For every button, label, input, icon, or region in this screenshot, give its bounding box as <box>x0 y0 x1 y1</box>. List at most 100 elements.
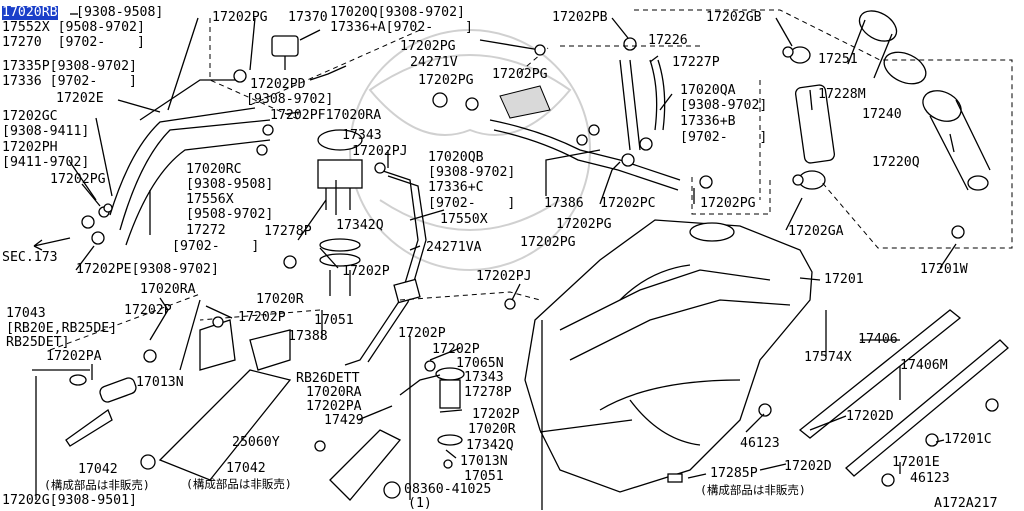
part-label: 17220Q <box>872 155 920 170</box>
part-label: 17574X <box>804 350 852 365</box>
part-label: 17020RA <box>140 282 196 297</box>
part-label: 17201W <box>920 262 968 277</box>
part-label: 17202PG <box>520 235 576 250</box>
vent-hose[interactable] <box>344 169 427 366</box>
part-label: 17020QB <box>428 150 484 165</box>
part-label: 17556X <box>186 192 234 207</box>
part-label: 17065N <box>456 356 504 371</box>
part-label: (構成部品は非販売) <box>700 483 806 497</box>
fuel-tank[interactable] <box>524 219 813 493</box>
part-label: 17020Q[9308-9702] <box>330 5 465 20</box>
part-label: 17202PG <box>556 217 612 232</box>
part-label: [9411-9702] <box>2 155 90 170</box>
part-label: 17202GB <box>706 10 762 25</box>
part-label: 17202PD <box>250 77 306 92</box>
part-label: 17202PJ <box>352 144 408 159</box>
part-label: 17202P <box>342 264 390 279</box>
part-label[interactable]: 17020RB <box>2 5 58 20</box>
part-label: 17552X [9508-9702] <box>2 20 145 35</box>
sending-unit[interactable] <box>317 129 363 296</box>
part-label: 17020RC <box>186 162 242 177</box>
part-label: 17272 <box>186 223 226 238</box>
part-label: (1) <box>408 496 432 511</box>
part-label: 17285P <box>710 466 758 481</box>
bolt-symbol-icon <box>383 481 401 499</box>
part-label: 17406M <box>900 358 948 373</box>
part-label: 17343 <box>342 128 382 143</box>
part-label: RB26DETT <box>296 371 360 386</box>
part-label: 17406 <box>858 332 898 347</box>
part-label: 17201 <box>824 272 864 287</box>
part-label: 17429 <box>324 413 364 428</box>
part-label: 17202GC <box>2 109 58 124</box>
part-label: [9308-9702] <box>428 165 516 180</box>
part-label: [9508-9702] <box>186 207 274 222</box>
part-label: 17202P <box>398 326 446 341</box>
fuel-filter-17370[interactable] <box>233 29 321 83</box>
part-label: 17370 <box>288 10 328 25</box>
part-label: SEC.173 <box>2 250 58 265</box>
part-label: [9308-9702] <box>246 92 334 107</box>
part-label: [9308-9702] <box>680 98 768 113</box>
part-label: 17202PF17020RA <box>270 108 382 123</box>
part-label: 17202PC <box>600 196 656 211</box>
part-label: 17202PE[9308-9702] <box>76 262 219 277</box>
part-label: 17336+B <box>680 114 736 129</box>
part-label: 17202PH <box>2 140 58 155</box>
part-label: [9308-9508] <box>186 177 274 192</box>
part-label: 17550X <box>440 212 488 227</box>
part-label: 17342Q <box>336 218 384 233</box>
tank-drain-icon <box>667 473 683 483</box>
part-label: 17278P <box>464 385 512 400</box>
part-label: 17202P <box>472 407 520 422</box>
part-label: 17202GA <box>788 224 844 239</box>
filler-hose-assembly[interactable] <box>789 5 991 191</box>
part-label: 17043 <box>6 306 46 321</box>
left-fuel-hoses[interactable] <box>81 79 271 246</box>
upper-vent-hoses[interactable] <box>432 37 681 191</box>
part-label: 17020R <box>468 422 516 437</box>
part-label: 46123 <box>910 471 950 486</box>
part-label: 17202PG <box>400 39 456 54</box>
part-label: 17202PG <box>700 196 756 211</box>
part-label: 17013N <box>460 454 508 469</box>
part-label: 17202PA <box>46 349 102 364</box>
watermark-emblem <box>349 29 591 271</box>
part-label: 24271VA <box>426 240 482 255</box>
part-label: 17202PJ <box>476 269 532 284</box>
part-label: RB25DET] <box>6 335 70 350</box>
part-label: 17251 <box>818 52 858 67</box>
part-label: 17336+C <box>428 180 484 195</box>
part-label: [9702- ] <box>680 130 768 145</box>
part-label: 17336+A[9702- ] <box>330 20 473 35</box>
part-label: 17020QA <box>680 83 736 98</box>
part-label: 17202PG <box>492 67 548 82</box>
fuel-pump-assembly-left[interactable] <box>65 319 292 481</box>
tank-straps[interactable] <box>758 225 1009 487</box>
part-label: 17226 <box>648 33 688 48</box>
part-label: [RB20E,RB25DE] <box>6 321 118 336</box>
part-label: [9702- ] <box>428 196 516 211</box>
leader-lines <box>32 13 957 510</box>
part-label: A172A217 <box>934 496 998 511</box>
part-label: 17042 <box>78 462 118 477</box>
part-label: 17240 <box>862 107 902 122</box>
part-label: 17336 [9702- ] <box>2 74 137 89</box>
part-label: 08360-41025 <box>404 482 492 497</box>
part-label: 17202P <box>238 310 286 325</box>
part-label: 17202P <box>124 303 172 318</box>
part-label: 17201E <box>892 455 940 470</box>
part-label: 17202P <box>432 342 480 357</box>
part-label: 17202PG <box>418 73 474 88</box>
fuel-pump-assembly-right[interactable] <box>329 367 465 501</box>
part-label: 17202PB <box>552 10 608 25</box>
part-label: 17343 <box>464 370 504 385</box>
part-label: 17202E <box>56 91 104 106</box>
part-label: 17202PA <box>306 399 362 414</box>
part-label: 17278P <box>264 224 312 239</box>
part-label: 17388 <box>288 329 328 344</box>
part-label: 17202D <box>846 409 894 424</box>
part-label: 17202PG <box>212 10 268 25</box>
filler-neck-icon <box>689 222 735 242</box>
